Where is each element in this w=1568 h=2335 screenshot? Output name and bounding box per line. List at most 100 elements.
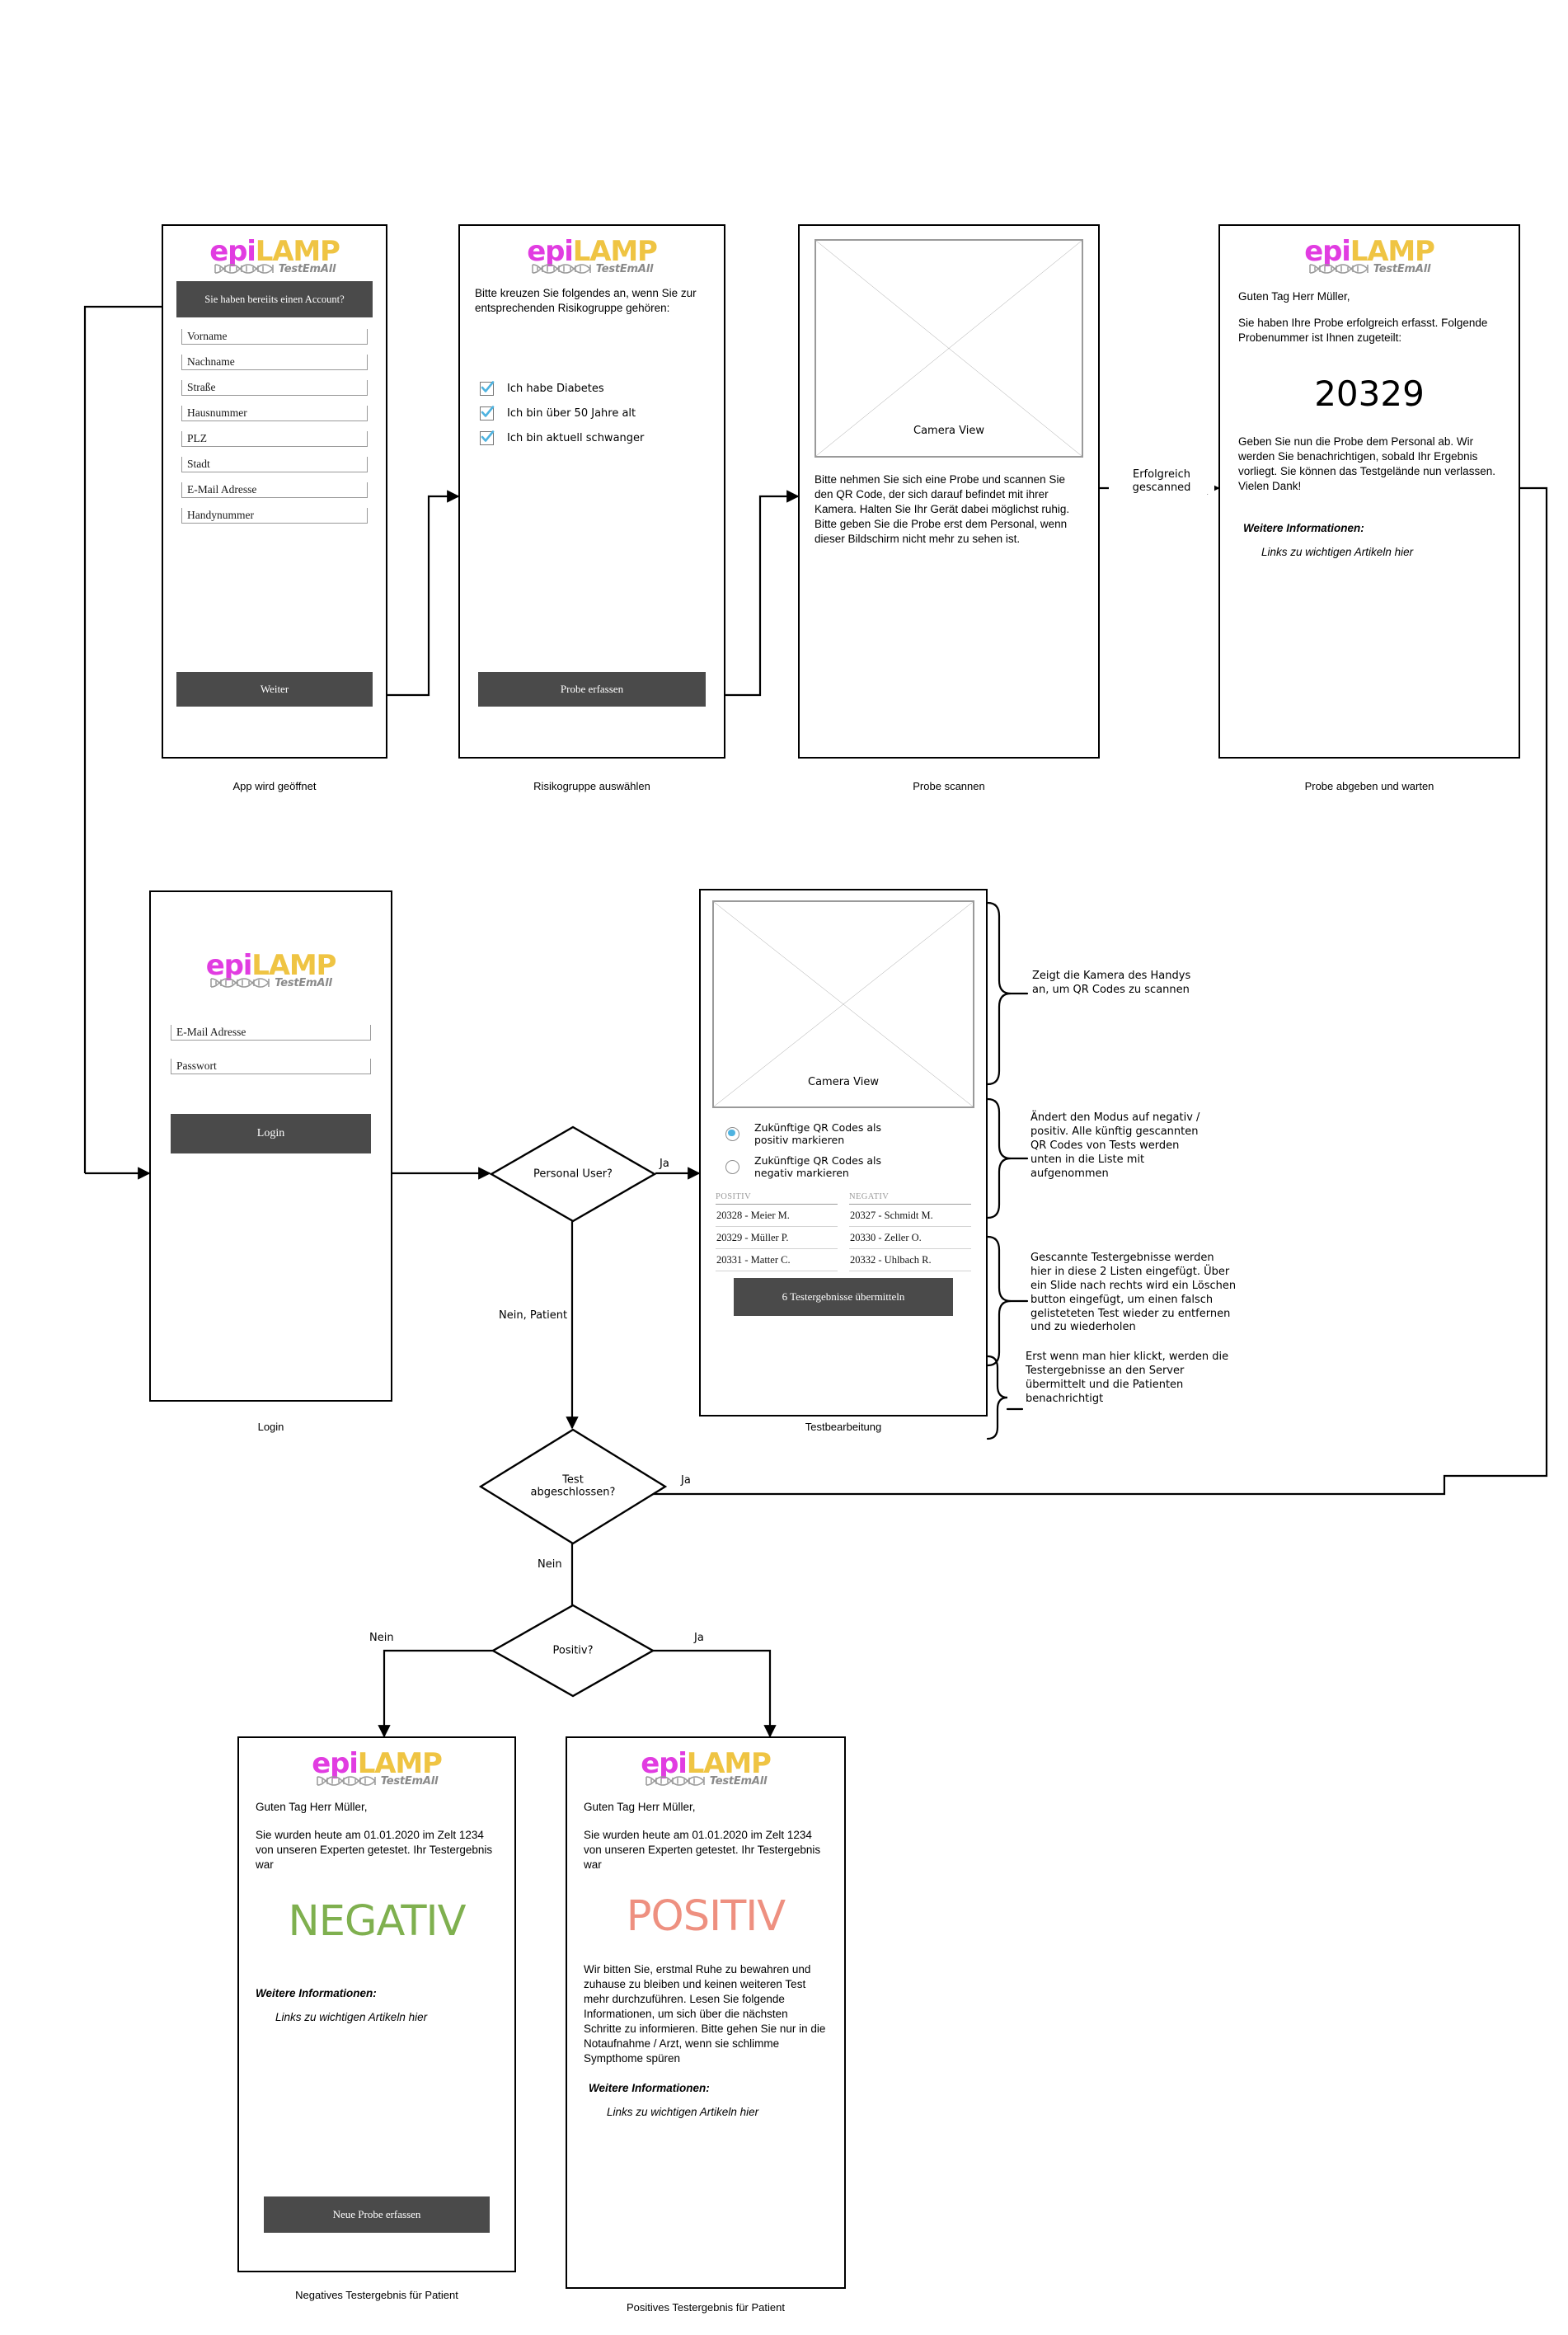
logo-tagline: TestEmAll: [380, 1774, 439, 1788]
positive-greeting: Guten Tag Herr Müller,: [584, 1801, 696, 1813]
dna-helix-icon: [316, 1776, 376, 1786]
list-item[interactable]: 20329 - Müller P.: [716, 1227, 838, 1249]
logo-lamp-text: LAMP: [686, 1747, 772, 1780]
risk-checkbox-label: Ich bin aktuell schwanger: [507, 431, 645, 444]
camera-view-placeholder: Camera View: [815, 239, 1083, 458]
list-column-negative: NEGATIV 20327 - Schmidt M. 20330 - Zelle…: [849, 1192, 971, 1271]
existing-account-banner[interactable]: Sie haben bereiits einen Account?: [176, 281, 373, 317]
logo-epi-text: epi: [641, 1747, 688, 1780]
screen-signup: epiLAMP: [162, 224, 387, 759]
caption-signup: App wird geöffnet: [232, 780, 317, 792]
risk-checkbox-over50[interactable]: Ich bin über 50 Jahre alt: [473, 406, 711, 420]
confirm-more-info-link[interactable]: Links zu wichtigen Artikeln hier: [1261, 545, 1414, 558]
checkbox-checked-icon: [480, 406, 495, 420]
list-item[interactable]: 20331 - Matter C.: [716, 1249, 838, 1271]
logo-tagline: TestEmAll: [595, 262, 654, 275]
risk-checkbox-group: Ich habe Diabetes Ich bin über 50 Jahre …: [473, 381, 711, 445]
risk-checkbox-diabetes[interactable]: Ich habe Diabetes: [473, 381, 711, 396]
signup-field-strasse[interactable]: Straße: [181, 380, 368, 396]
negative-intro: Sie wurden heute am 01.01.2020 im Zelt 1…: [256, 1828, 493, 1871]
signup-field-nachname[interactable]: Nachname: [181, 355, 368, 370]
camera-view-label: Camera View: [913, 424, 984, 437]
logo-lamp-text: LAMP: [357, 1747, 443, 1780]
logo-lamp-text: LAMP: [255, 235, 340, 268]
screen-login: epiLAMP TestEmAll: [149, 890, 392, 1402]
dna-helix-icon: [1308, 264, 1368, 274]
edge-label-positive-no: Nein: [369, 1632, 394, 1645]
annotation-submit: Erst wenn man hier klickt, werden die Te…: [1026, 1351, 1229, 1405]
brand-logo: epiLAMP: [176, 237, 373, 275]
risk-submit-button[interactable]: Probe erfassen: [478, 672, 706, 707]
list-item[interactable]: 20328 - Meier M.: [716, 1205, 838, 1227]
positive-more-info-link[interactable]: Links zu wichtigen Artikeln hier: [607, 2106, 759, 2119]
scanned-results-lists: POSITIV 20328 - Meier M. 20329 - Müller …: [712, 1192, 974, 1271]
edge-label-scanned-ok: Erfolgreich gescanned: [1109, 468, 1214, 495]
signup-field-email[interactable]: E-Mail Adresse: [181, 482, 368, 498]
camera-view-placeholder: Camera View: [712, 900, 974, 1108]
screen-confirm: epiLAMP TestEmAll: [1218, 224, 1520, 759]
caption-processing: Testbearbeitung: [805, 1421, 882, 1433]
negative-more-info-link[interactable]: Links zu wichtigen Artikeln hier: [275, 2010, 428, 2023]
radio-label: Zukünftige QR Codes als positiv markiere…: [754, 1121, 881, 1146]
radio-mark-positive[interactable]: Zukünftige QR Codes als positiv markiere…: [712, 1121, 974, 1146]
logo-epi-text: epi: [312, 1747, 359, 1780]
caption-result-negative: Negatives Testergebnis für Patient: [295, 2289, 458, 2301]
logo-epi-text: epi: [1304, 235, 1351, 268]
decision-test-complete[interactable]: Test abgeschlossen?: [479, 1428, 667, 1545]
caption-login: Login: [257, 1421, 284, 1433]
risk-checkbox-pregnant[interactable]: Ich bin aktuell schwanger: [473, 430, 711, 445]
scan-mode-radio-group: Zukünftige QR Codes als positiv markiere…: [712, 1121, 974, 1179]
caption-confirm: Probe abgeben und warten: [1304, 780, 1434, 792]
sample-number: 20329: [1314, 373, 1425, 414]
checkbox-checked-icon: [480, 430, 495, 445]
signup-field-handynummer[interactable]: Handynummer: [181, 508, 368, 524]
annotation-camera: Zeigt die Kamera des Handys an, um QR Co…: [1032, 970, 1191, 996]
dna-helix-icon: [214, 264, 274, 274]
logo-epi-text: epi: [527, 235, 574, 268]
new-sample-button[interactable]: Neue Probe erfassen: [264, 2196, 490, 2233]
list-item[interactable]: 20327 - Schmidt M.: [849, 1205, 971, 1227]
risk-checkbox-label: Ich bin über 50 Jahre alt: [507, 406, 636, 420]
submit-results-button[interactable]: 6 Testergebnisse übermitteln: [734, 1278, 953, 1316]
login-field-email[interactable]: E-Mail Adresse: [171, 1025, 371, 1041]
signup-field-hausnummer[interactable]: Hausnummer: [181, 406, 368, 421]
signup-fields: Vorname Nachname Straße Hausnummer PLZ S…: [176, 329, 373, 524]
radio-mark-negative[interactable]: Zukünftige QR Codes als negativ markiere…: [712, 1154, 974, 1179]
camera-view-label: Camera View: [808, 1075, 879, 1088]
screen-scan: Camera View Bitte nehmen Sie sich eine P…: [798, 224, 1100, 759]
positive-intro: Sie wurden heute am 01.01.2020 im Zelt 1…: [584, 1828, 821, 1871]
signup-field-plz[interactable]: PLZ: [181, 431, 368, 447]
decision-personal-user[interactable]: Personal User?: [490, 1125, 656, 1223]
positive-advice: Wir bitten Sie, erstmal Ruhe zu bewahren…: [584, 1962, 826, 2065]
edge-label-testdone-no: Nein: [538, 1558, 562, 1572]
list-column-positive: POSITIV 20328 - Meier M. 20329 - Müller …: [716, 1192, 838, 1271]
list-header-positive: POSITIV: [716, 1192, 838, 1205]
risk-prompt: Bitte kreuzen Sie folgendes an, wenn Sie…: [475, 287, 697, 314]
logo-lamp-text: LAMP: [1350, 235, 1435, 268]
logo-lamp-text: LAMP: [251, 949, 336, 982]
list-item[interactable]: 20332 - Uhlbach R.: [849, 1249, 971, 1271]
login-submit-button[interactable]: Login: [171, 1114, 371, 1153]
decision-positive[interactable]: Positiv?: [491, 1604, 655, 1698]
result-word-positive: POSITIV: [626, 1891, 786, 1941]
brand-logo: epiLAMP TestEmAll: [584, 1750, 828, 1787]
list-header-negative: NEGATIV: [849, 1192, 971, 1205]
brand-logo: epiLAMP TestEmAll: [256, 1750, 498, 1787]
signup-submit-button[interactable]: Weiter: [176, 672, 373, 707]
edge-label-personal-yes: Ja: [660, 1158, 669, 1171]
screen-result-positive: epiLAMP TestEmAll: [566, 1736, 846, 2289]
brand-logo: epiLAMP TestEmAll: [166, 951, 376, 989]
logo-epi-text: epi: [209, 235, 256, 268]
signup-field-vorname[interactable]: Vorname: [181, 329, 368, 345]
confirm-intro: Sie haben Ihre Probe erfolgreich erfasst…: [1238, 316, 1488, 344]
logo-lamp-text: LAMP: [572, 235, 658, 268]
risk-checkbox-label: Ich habe Diabetes: [507, 382, 604, 395]
login-field-password[interactable]: Passwort: [171, 1059, 371, 1074]
signup-field-stadt[interactable]: Stadt: [181, 457, 368, 472]
annotation-mode: Ändert den Modus auf negativ / positiv. …: [1030, 1111, 1200, 1180]
confirm-greeting: Guten Tag Herr Müller,: [1238, 290, 1350, 303]
caption-scan: Probe scannen: [913, 780, 985, 792]
list-item[interactable]: 20330 - Zeller O.: [849, 1227, 971, 1249]
brand-logo: epiLAMP TestEmAll: [473, 237, 711, 275]
